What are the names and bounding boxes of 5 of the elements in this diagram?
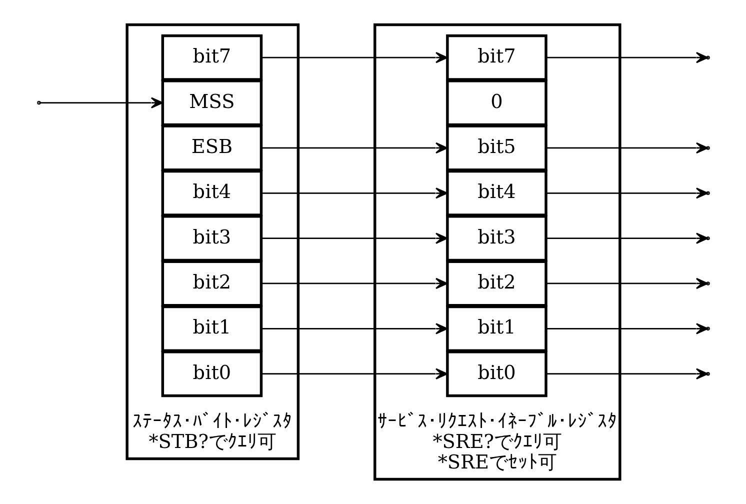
node-label: *SRE?でｸｴﾘ可 bbox=[432, 430, 562, 454]
node-label: *STB?でｸｴﾘ可 bbox=[148, 430, 276, 454]
node-label: *SREでｾｯﾄ可 bbox=[437, 450, 556, 474]
node-label: ｽﾃｰﾀｽ･ﾊﾞｲﾄ･ﾚｼﾞｽﾀ bbox=[132, 410, 292, 433]
node-label: ｻｰﾋﾞｽ･ﾘｸｴｽﾄ･ｲﾈｰﾌﾞﾙ･ﾚｼﾞｽﾀ bbox=[376, 410, 617, 433]
